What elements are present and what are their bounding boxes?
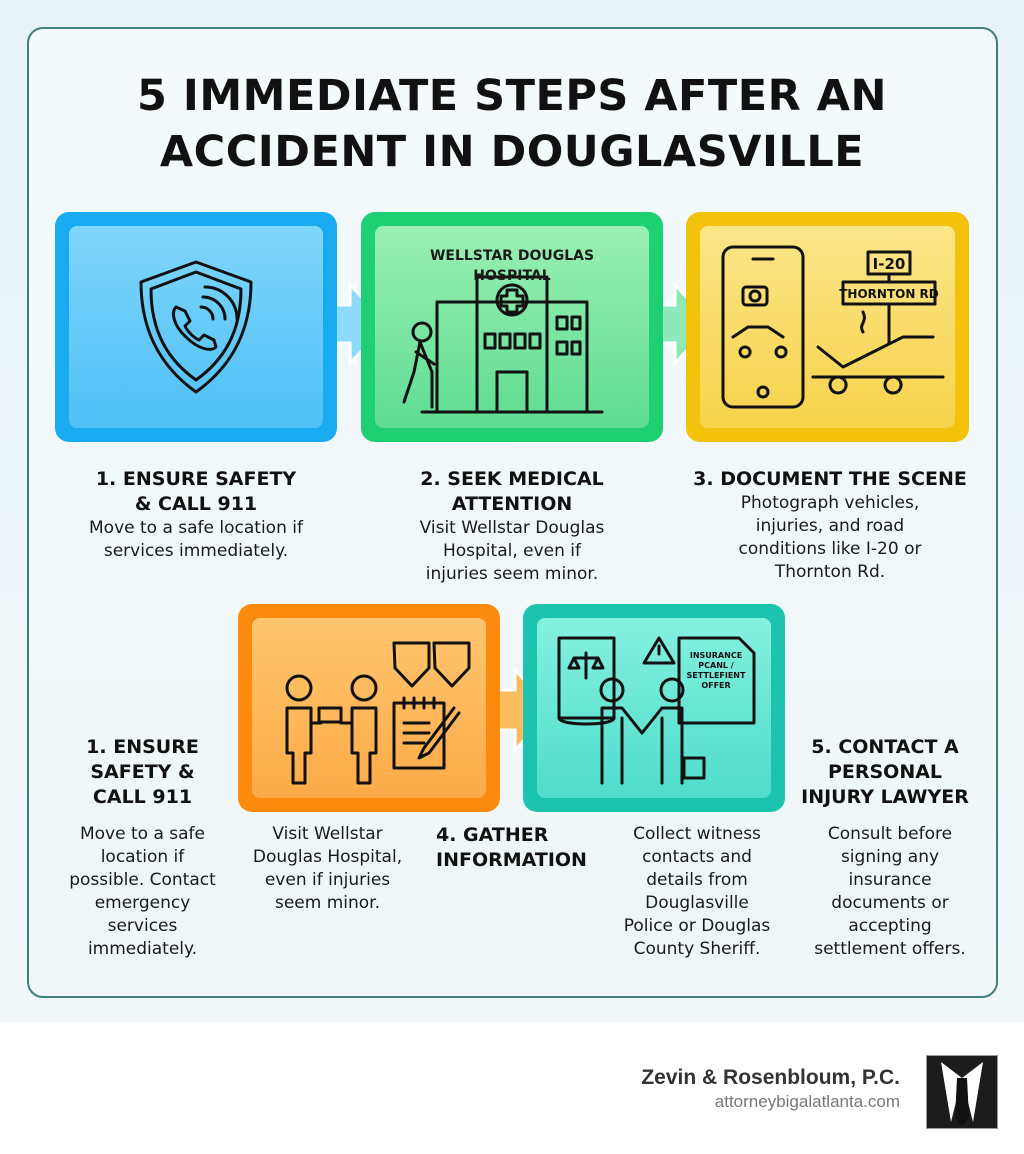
title-line-2: ACCIDENT IN DOUGLASVILLE [159,127,865,177]
step-5-card: INSURANCE PCANL / SETTLEFIENT OFFER [523,604,785,812]
svg-text:SETTLEFIENT: SETTLEFIENT [687,671,746,680]
infographic-frame [27,27,998,998]
svg-text:OFFER: OFFER [701,681,730,690]
svg-text:INSURANCE: INSURANCE [690,651,742,660]
sign-thornton-rd: THORNTON RD [839,287,939,301]
page-title: 5 IMMEDIATE STEPS AFTER AN ACCIDENT IN D… [0,68,1024,180]
people-exchange-badges-notepad-icon [285,641,471,785]
svg-text:PCANL /: PCANL / [698,661,734,670]
title-line-1: 5 IMMEDIATE STEPS AFTER AN [137,71,887,121]
step-4-card [238,604,500,812]
step-3-card: I-20 THORNTON RD [686,212,969,442]
suit-tie-logo-icon [926,1055,998,1129]
step-1-text: 1. ENSURE SAFETY& CALL 911 Move to a saf… [89,468,303,561]
phone-camera-crash-icon: I-20 THORNTON RD [721,245,944,409]
firm-url[interactable]: attorneybigalatlanta.com [714,1092,900,1111]
step-1-card [55,212,337,442]
lawyer-handshake-document-icon: INSURANCE PCANL / SETTLEFIENT OFFER [557,636,756,785]
hospital-icon [402,275,604,414]
sign-i20: I-20 [872,255,905,273]
firm-name: Zevin & Rosenbloum, P.C. [641,1066,900,1089]
step-3-text: 3. DOCUMENT THE SCENE Photograph vehicle… [693,468,967,582]
shield-phone-icon [139,260,253,394]
